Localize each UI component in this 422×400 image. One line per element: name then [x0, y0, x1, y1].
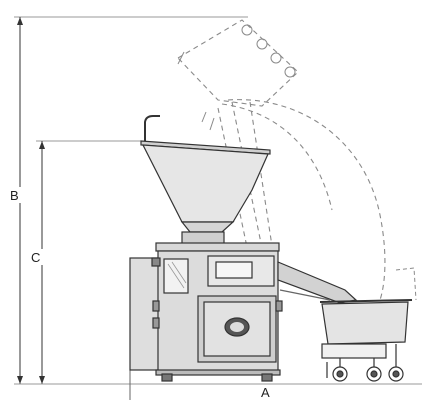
- machine-body: [129, 231, 283, 382]
- lifted-bin-wheels: [177, 24, 296, 131]
- loader: [277, 261, 413, 382]
- hopper-lid-arm: [144, 115, 160, 141]
- hopper-funnel: [180, 221, 235, 233]
- machine-top-plate: [155, 242, 280, 252]
- top-knob: [151, 257, 161, 267]
- machine-foot-left: [161, 373, 173, 382]
- dimension-b-label: B: [10, 188, 19, 203]
- left-handle-top: [152, 300, 160, 312]
- hopper-bowl: [141, 144, 269, 223]
- control-display: [215, 261, 253, 279]
- left-cabinet: [129, 257, 161, 371]
- hopper: [140, 115, 271, 233]
- machine-base: [155, 369, 281, 376]
- cart-dashed-outline: [395, 267, 417, 301]
- label-b-bg: [9, 187, 23, 203]
- swing-arc: [227, 99, 386, 301]
- machine-foot-right: [261, 373, 273, 382]
- machine-neck: [181, 231, 225, 245]
- dimension-a-label: A: [261, 385, 270, 400]
- cart-bin: [321, 301, 409, 345]
- lifted-bin-outline: [177, 19, 299, 107]
- label-c-bg: [30, 249, 44, 265]
- dimension-c-label: C: [31, 250, 40, 265]
- cart-base: [321, 343, 387, 359]
- lift-arm-dashed-3: [249, 101, 273, 247]
- inner-swing-arc: [221, 103, 333, 211]
- left-handle-bottom: [152, 317, 160, 329]
- right-handle: [275, 300, 283, 312]
- dimension-arrows: [17, 17, 45, 384]
- hopper-rim: [140, 140, 271, 155]
